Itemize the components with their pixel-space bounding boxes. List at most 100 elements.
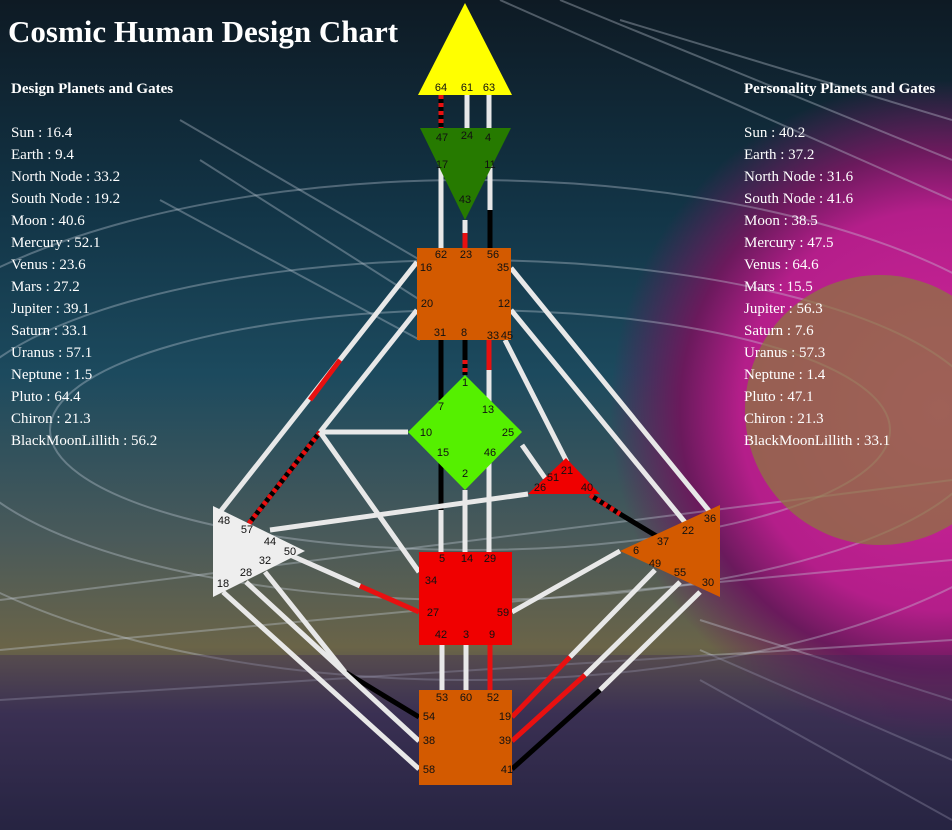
- channel-line: [269, 491, 529, 533]
- gate-1-label: 1: [462, 377, 468, 389]
- personality-planet-item: Mars : 15.5: [744, 279, 813, 295]
- solar-center: [620, 505, 720, 597]
- design-planet-item: Saturn : 33.1: [11, 323, 89, 339]
- gate-14-label: 14: [461, 553, 473, 565]
- gate-15-label: 15: [437, 447, 449, 459]
- gate-34-label: 34: [425, 575, 437, 587]
- throat-center: [417, 248, 511, 340]
- personality-planet-item: Neptune : 1.4: [744, 367, 826, 383]
- design-planet-item: Venus : 23.6: [11, 257, 86, 273]
- channel-line: [588, 492, 622, 517]
- channel-line: [317, 430, 422, 574]
- channel-line: [509, 308, 690, 528]
- ego-center: [528, 458, 600, 494]
- design-planet-item: Neptune : 1.5: [11, 367, 93, 383]
- gate-10-label: 10: [420, 427, 432, 439]
- gate-51-label: 51: [547, 472, 559, 484]
- gate-6-label: 6: [633, 545, 639, 557]
- gate-37-label: 37: [657, 536, 669, 548]
- personality-planet-item: BlackMoonLillith : 33.1: [744, 433, 891, 449]
- gate-52-label: 52: [487, 692, 499, 704]
- channel-line: [221, 590, 421, 771]
- gate-16-label: 16: [420, 262, 432, 274]
- channel-line: [510, 548, 622, 615]
- channel-line: [263, 570, 347, 674]
- gate-4-label: 4: [485, 132, 491, 144]
- channel-line: [598, 590, 702, 692]
- personality-planet-item: Jupiter : 56.3: [744, 301, 823, 317]
- gate-60-label: 60: [460, 692, 472, 704]
- design-planet-item: BlackMoonLillith : 56.2: [11, 433, 158, 449]
- gate-5-label: 5: [439, 553, 445, 565]
- channel-line: [568, 568, 657, 659]
- personality-planet-item: South Node : 41.6: [744, 191, 854, 207]
- gate-22-label: 22: [682, 525, 694, 537]
- g-center: [408, 375, 522, 490]
- gate-12-label: 12: [498, 298, 510, 310]
- channel-line: [318, 308, 419, 434]
- gate-20-label: 20: [421, 298, 433, 310]
- gate-36-label: 36: [704, 513, 716, 525]
- personality-planet-item: Uranus : 57.3: [744, 345, 826, 361]
- gate-30-label: 30: [702, 577, 714, 589]
- gate-40-label: 40: [581, 482, 593, 494]
- design-planet-item: Pluto : 64.4: [11, 389, 81, 405]
- channel-line: [509, 266, 712, 514]
- gate-41-label: 41: [501, 764, 513, 776]
- gate-8-label: 8: [461, 327, 467, 339]
- gate-23-label: 23: [460, 249, 472, 261]
- design-planet-item: North Node : 33.2: [11, 169, 121, 185]
- personality-planet-item: Mercury : 47.5: [744, 235, 834, 251]
- personality-planet-item: Moon : 38.5: [744, 213, 818, 229]
- gate-17-label: 17: [436, 159, 448, 171]
- gate-61-label: 61: [461, 82, 473, 94]
- personality-panel: Personality Planets and Gates Sun : 40.2…: [744, 78, 935, 452]
- design-heading: Design Planets and Gates: [11, 81, 174, 97]
- gate-11-label: 11: [484, 159, 495, 171]
- channel-line: [244, 580, 421, 743]
- gate-46-label: 46: [484, 447, 496, 459]
- channel-line: [343, 669, 421, 720]
- design-planet-item: Chiron : 21.3: [11, 411, 91, 427]
- gate-19-label: 19: [499, 711, 511, 723]
- page-title: Cosmic Human Design Chart: [8, 14, 399, 49]
- gate-55-label: 55: [674, 567, 686, 579]
- gate-43-label: 43: [459, 194, 471, 206]
- ajna-center: [420, 128, 511, 220]
- gate-18-label: 18: [217, 578, 229, 590]
- gate-21-label: 21: [561, 465, 573, 477]
- gate-25-label: 25: [502, 427, 514, 439]
- gate-57-label: 57: [241, 524, 253, 536]
- channel-line: [510, 688, 602, 771]
- gate-7-label: 7: [438, 401, 444, 413]
- gate-3-label: 3: [463, 629, 469, 641]
- gate-53-label: 53: [436, 692, 448, 704]
- personality-heading: Personality Planets and Gates: [744, 81, 936, 97]
- gate-29-label: 29: [484, 553, 496, 565]
- design-planet-item: Moon : 40.6: [11, 213, 85, 229]
- personality-planet-item: North Node : 31.6: [744, 169, 854, 185]
- channel-line: [502, 338, 570, 464]
- gate-26-label: 26: [534, 482, 546, 494]
- gate-28-label: 28: [240, 567, 252, 579]
- personality-planet-item: Chiron : 21.3: [744, 411, 824, 427]
- gate-47-label: 47: [436, 132, 448, 144]
- gate-39-label: 39: [499, 735, 511, 747]
- gate-32-label: 32: [259, 555, 271, 567]
- channel-line: [308, 358, 342, 402]
- head-center: [418, 3, 512, 95]
- gate-62-label: 62: [435, 249, 447, 261]
- personality-planet-item: Sun : 40.2: [744, 125, 806, 141]
- gate-48-label: 48: [218, 515, 230, 527]
- gate-49-label: 49: [649, 558, 661, 570]
- design-planet-item: Mars : 27.2: [11, 279, 80, 295]
- gate-50-label: 50: [284, 546, 296, 558]
- gate-59-label: 59: [497, 607, 509, 619]
- root-center: [419, 690, 512, 785]
- design-planet-item: Uranus : 57.1: [11, 345, 93, 361]
- gate-24-label: 24: [461, 130, 473, 142]
- design-planet-item: Earth : 9.4: [11, 147, 74, 163]
- gate-35-label: 35: [497, 262, 509, 274]
